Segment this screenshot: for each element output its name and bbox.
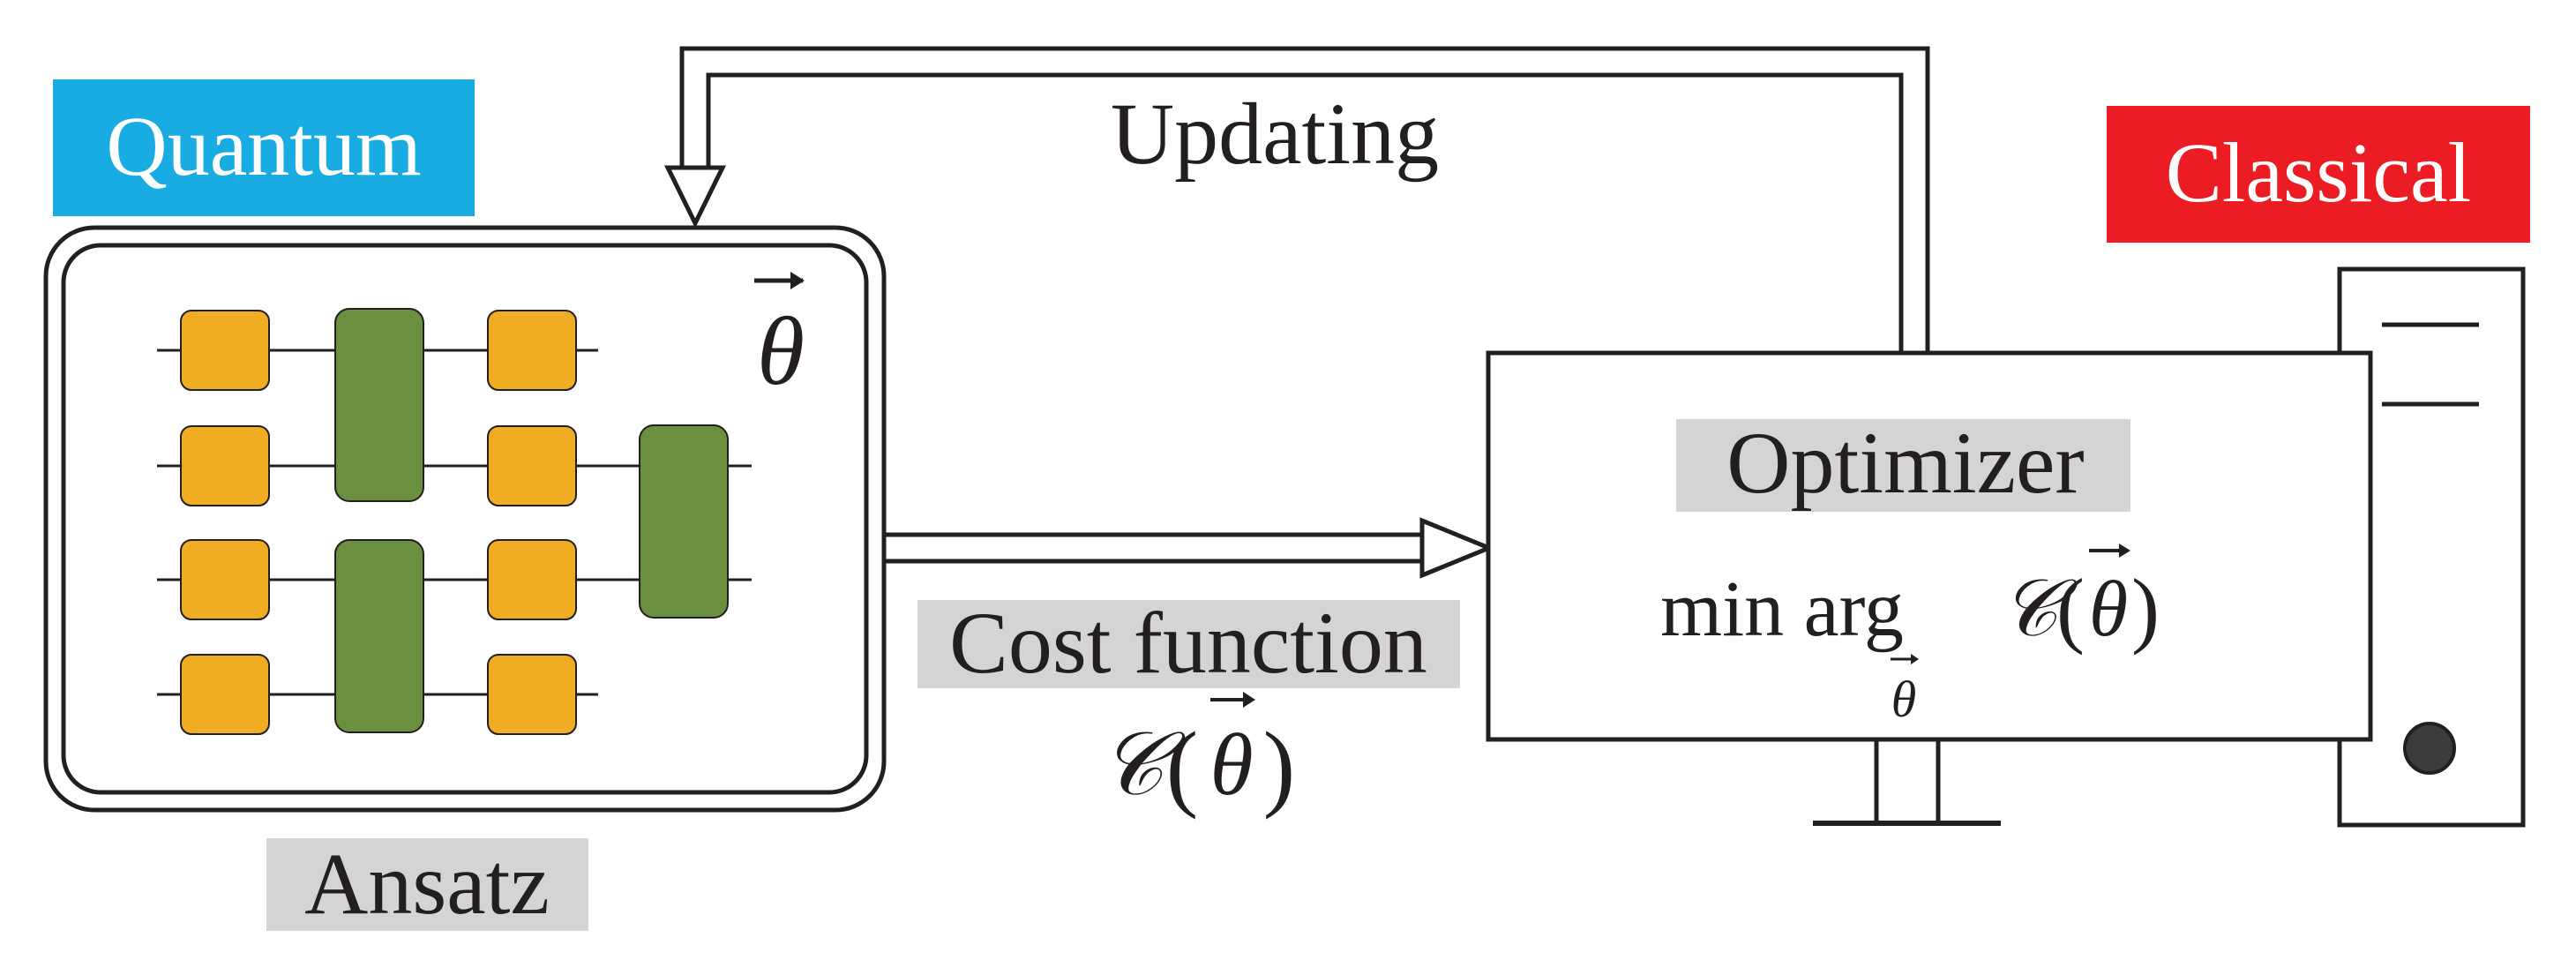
two-qubit-gate xyxy=(639,424,729,619)
quantum-label: Quantum xyxy=(106,99,421,193)
single-qubit-gate xyxy=(180,654,270,735)
cost-close-paren: ) xyxy=(1263,712,1296,820)
classical-label: Classical xyxy=(2166,125,2472,220)
monitor-icon xyxy=(1486,350,2373,826)
updating-arrow xyxy=(663,46,1930,353)
cost-function-formula: 𝒞 ( θ ) xyxy=(1100,692,1296,820)
updating-arrowhead xyxy=(663,165,727,229)
ansatz-label: Ansatz xyxy=(304,835,550,933)
monitor-stand-neck xyxy=(1874,737,1941,826)
optimizer-label: Optimizer xyxy=(1726,414,2084,512)
optimizer-badge-bg xyxy=(1676,419,2130,512)
updating-arrow-inner-line xyxy=(706,72,1904,353)
cost-theta: θ xyxy=(1209,716,1253,814)
monitor-screen xyxy=(1486,350,2373,742)
optimizer-theta: θ xyxy=(2089,566,2128,653)
ansatz-badge-bg xyxy=(266,838,588,931)
vector-arrow-head xyxy=(790,272,805,289)
two-qubit-gates xyxy=(334,308,729,733)
cost-function-badge: Cost function xyxy=(917,594,1460,692)
single-qubit-gate xyxy=(487,539,577,620)
two-qubit-gate xyxy=(334,308,424,502)
min-arg-text: min arg xyxy=(1660,566,1904,653)
updating-arrow-outer-line xyxy=(679,46,1930,353)
single-qubit-gate xyxy=(487,310,577,391)
classical-badge-bg xyxy=(2107,106,2530,243)
single-qubit-gate xyxy=(180,310,270,391)
updating-label: Updating xyxy=(1111,85,1439,183)
cost-arrowhead xyxy=(1419,517,1495,579)
optimizer-open-paren: ( xyxy=(2056,561,2085,656)
theta-vector-symbol: θ xyxy=(754,272,805,405)
single-qubit-gate xyxy=(180,539,270,620)
cost-open-paren: ( xyxy=(1166,712,1199,820)
two-qubit-gate xyxy=(334,539,424,733)
power-button-icon xyxy=(2403,722,2456,775)
subscript-theta-arrow-head xyxy=(1911,654,1919,664)
classical-badge: Classical xyxy=(2107,106,2530,243)
quantum-badge: Quantum xyxy=(53,79,475,216)
ansatz-box-inner-border xyxy=(61,243,869,795)
optimizer-formula: min arg 𝒞 ( θ ) θ xyxy=(1660,544,2160,728)
cost-function-badge-bg xyxy=(917,600,1460,688)
qubit-wires xyxy=(157,349,752,696)
optimizer-badge: Optimizer xyxy=(1676,414,2130,512)
single-qubit-gate xyxy=(487,425,577,506)
cost-function-arrow xyxy=(882,517,1495,579)
single-qubit-gate xyxy=(180,425,270,506)
subscript-theta: θ xyxy=(1891,671,1917,728)
optimizer-close-paren: ) xyxy=(2131,561,2160,656)
cost-function-label: Cost function xyxy=(949,594,1427,692)
quantum-badge-bg xyxy=(53,79,475,216)
ansatz-badge: Ansatz xyxy=(266,835,588,933)
optimizer-theta-arrow-head xyxy=(2119,544,2130,558)
single-qubit-gate xyxy=(487,654,577,735)
cost-theta-arrow-head xyxy=(1243,692,1255,708)
theta-symbol: θ xyxy=(757,297,805,405)
single-qubit-gates xyxy=(180,310,577,735)
